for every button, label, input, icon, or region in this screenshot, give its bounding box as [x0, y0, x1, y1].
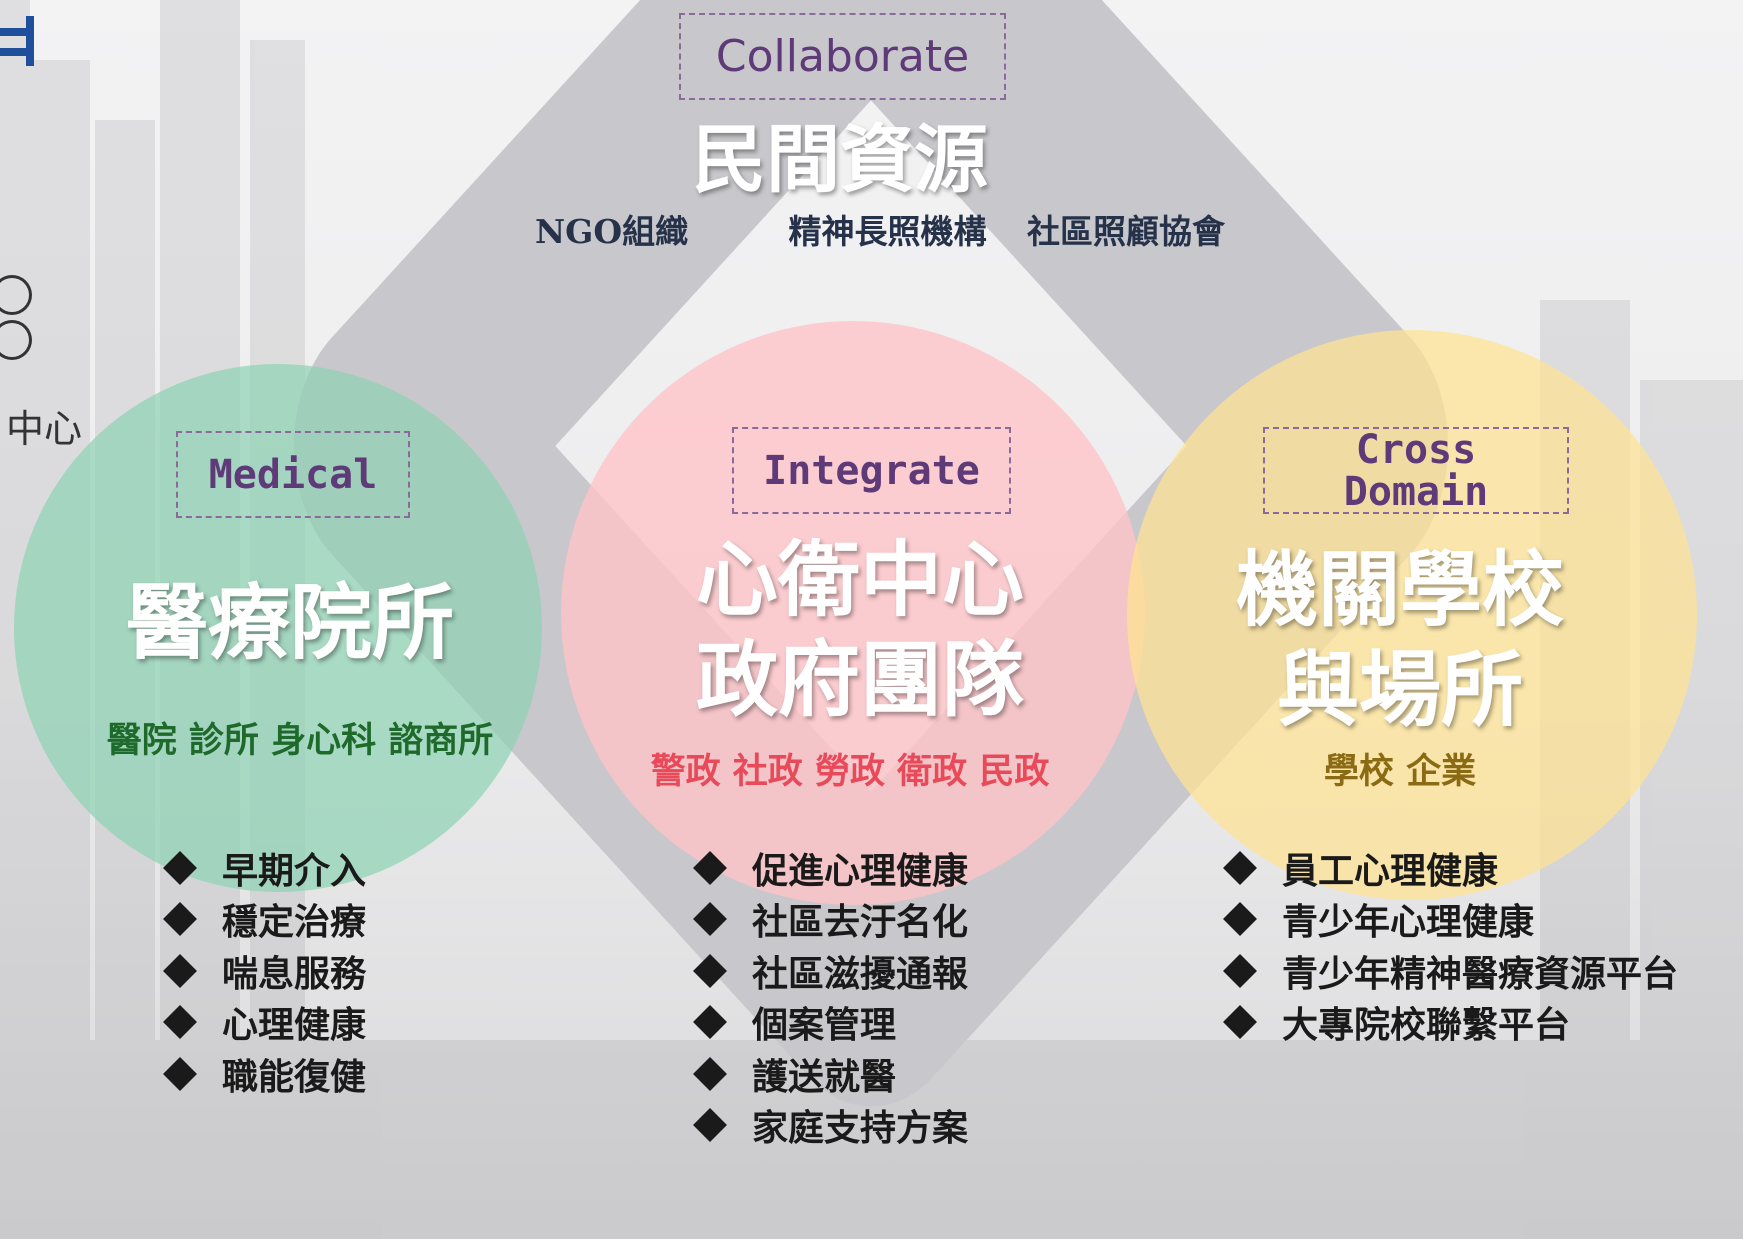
list-item: 社區去汙名化	[690, 894, 968, 946]
diamond-bullet-icon	[693, 1005, 727, 1040]
list-item: 職能復健	[160, 1048, 366, 1100]
cross-domain-circle	[1127, 330, 1697, 900]
collaborate-tag: Collaborate	[679, 13, 1006, 100]
medical-subtitle: 醫院 診所 身心科 諮商所	[106, 720, 494, 761]
cross-domain-tag-line1: Cross	[1355, 426, 1477, 473]
diamond-bullet-icon	[163, 1005, 197, 1040]
list-item: 穩定治療	[160, 894, 366, 946]
government-team-title: 政府團隊	[695, 632, 1024, 728]
diamond-bullet-icon	[693, 1056, 727, 1091]
diamond-bullet-icon	[693, 850, 727, 885]
diamond-bullet-icon	[163, 902, 197, 937]
mental-health-center-title: 心衛中心	[695, 532, 1024, 628]
diamond-bullet-icon	[1223, 953, 1257, 988]
schools-enterprises-subtitle: 學校 企業	[1323, 751, 1477, 792]
private-resources-title: 民間資源	[692, 117, 988, 203]
cross-domain-list: 員工心理健康 青少年心理健康 青少年精神醫療資源平台 大專院校聯繫平台	[1220, 842, 1678, 1048]
and-venues-title: 與場所	[1276, 642, 1523, 738]
edge-bracket-fragment	[0, 10, 36, 66]
medical-tag-label: Medical	[208, 451, 378, 498]
diamond-bullet-icon	[163, 953, 197, 988]
cross-domain-tag: Cross Domain	[1263, 427, 1569, 514]
collaborate-diamond-frame	[294, 0, 1448, 1107]
integrate-tag: Integrate	[732, 427, 1011, 514]
top-item-community-care: 社區照顧協會	[1027, 212, 1225, 251]
edge-text-fragment: 中心	[6, 407, 83, 451]
list-item: 青少年心理健康	[1220, 894, 1678, 946]
diamond-bullet-icon	[163, 1056, 197, 1091]
cross-domain-tag-line2: Domain	[1343, 468, 1489, 515]
edge-circle-fragment-2	[0, 320, 32, 360]
list-item: 青少年精神醫療資源平台	[1220, 945, 1678, 997]
diamond-bullet-icon	[1223, 850, 1257, 885]
agencies-schools-title: 機關學校	[1235, 542, 1564, 638]
government-agencies-subtitle: 警政 社政 勞政 衛政 民政	[650, 751, 1050, 792]
list-item: 喘息服務	[160, 945, 366, 997]
diamond-bullet-icon	[1223, 1005, 1257, 1040]
edge-circle-fragment	[0, 275, 32, 315]
list-item: 護送就醫	[690, 1048, 968, 1100]
medical-circle	[14, 364, 542, 892]
list-item: 心理健康	[160, 997, 366, 1049]
list-item: 大專院校聯繫平台	[1220, 997, 1678, 1049]
list-item: 早期介入	[160, 842, 366, 894]
diamond-bullet-icon	[693, 953, 727, 988]
top-item-ngo: NGO組織	[535, 212, 689, 251]
list-item: 促進心理健康	[690, 842, 968, 894]
diamond-bullet-icon	[693, 902, 727, 937]
medical-list: 早期介入 穩定治療 喘息服務 心理健康 職能復健	[160, 842, 366, 1100]
diamond-bullet-icon	[163, 850, 197, 885]
integrate-circle	[561, 321, 1145, 905]
medical-institutions-title: 醫療院所	[125, 575, 454, 671]
private-resources-items: NGO組織 精神長照機構 社區照顧協會	[535, 205, 1225, 253]
diamond-bullet-icon	[1223, 902, 1257, 937]
collaborate-tag-label: Collaborate	[715, 31, 970, 82]
list-item: 社區滋擾通報	[690, 945, 968, 997]
list-item: 員工心理健康	[1220, 842, 1678, 894]
integrate-list: 促進心理健康 社區去汙名化 社區滋擾通報 個案管理 護送就醫 家庭支持方案	[690, 842, 968, 1151]
integrate-tag-label: Integrate	[763, 447, 980, 494]
top-item-longterm-care: 精神長照機構	[788, 212, 987, 251]
medical-tag: Medical	[176, 431, 410, 518]
list-item: 家庭支持方案	[690, 1100, 968, 1152]
diamond-bullet-icon	[693, 1108, 727, 1143]
list-item: 個案管理	[690, 997, 968, 1049]
